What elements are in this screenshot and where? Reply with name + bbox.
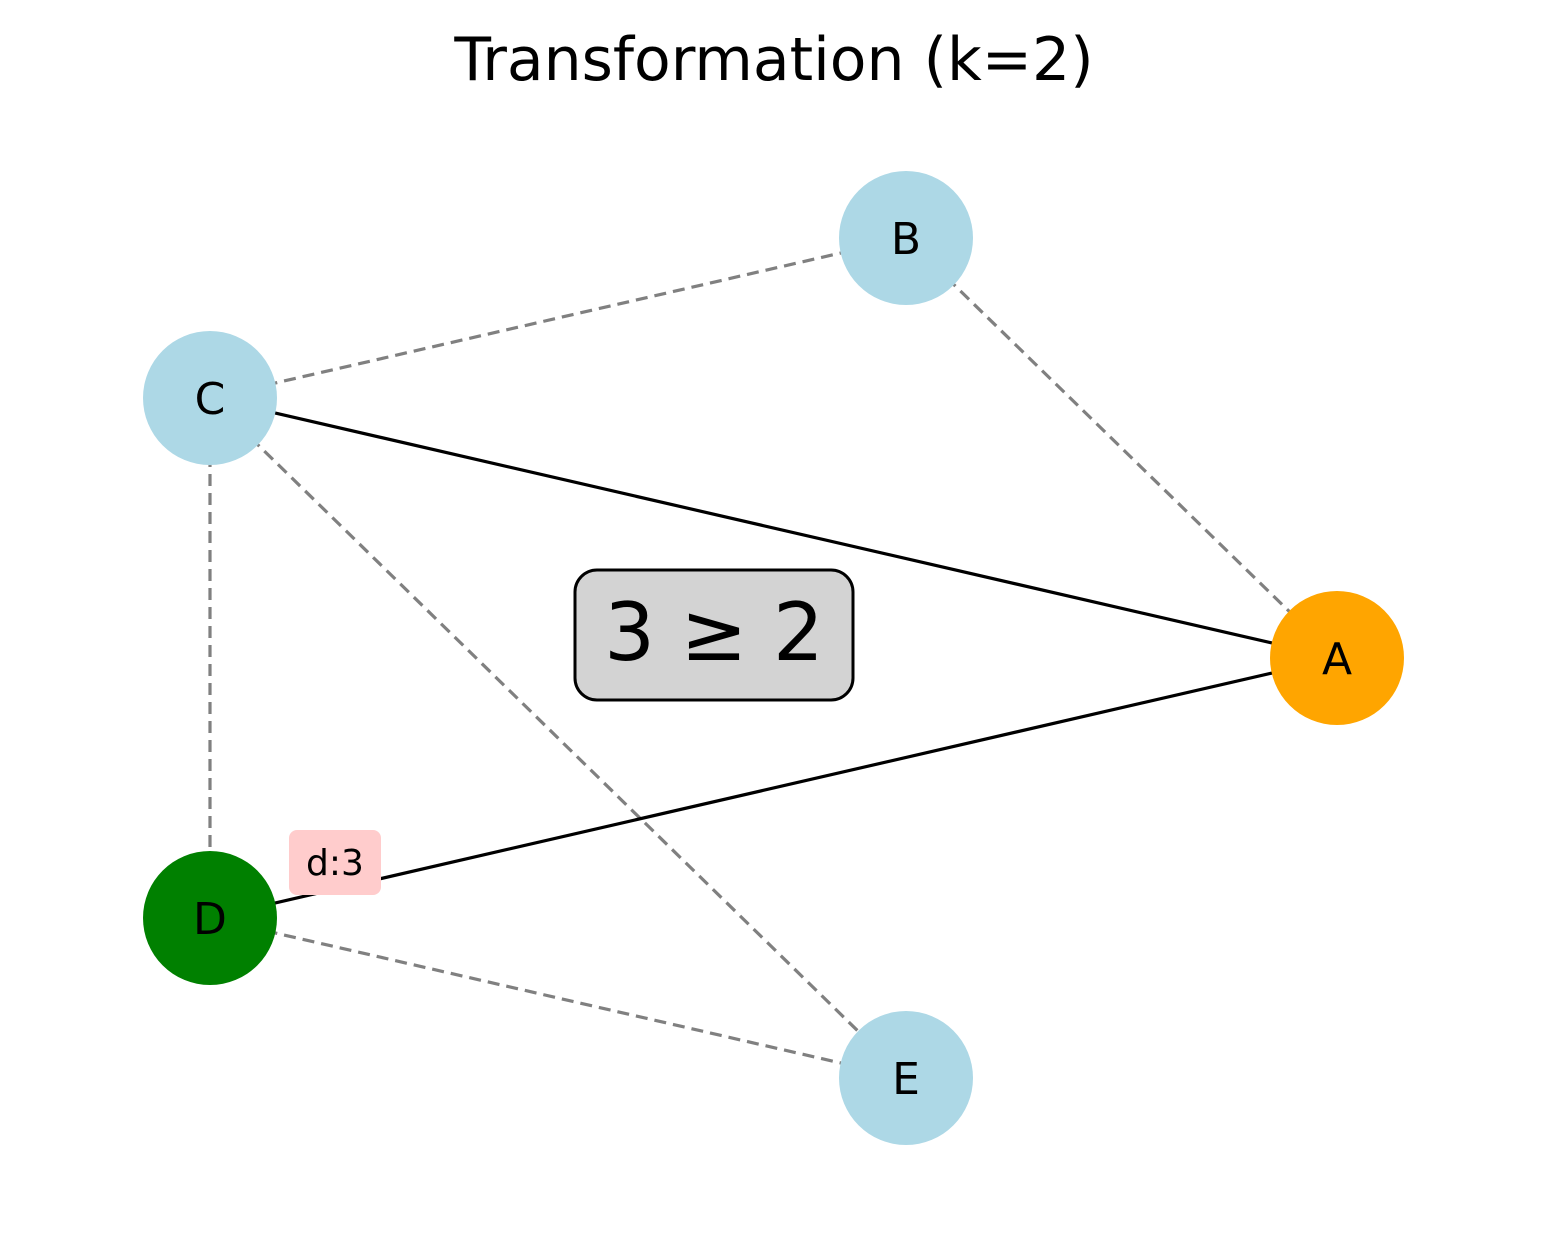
node-a-label: A xyxy=(1322,634,1352,685)
edge-c-e xyxy=(208,396,908,1080)
node-e-label: E xyxy=(892,1054,920,1105)
node-c: C xyxy=(143,331,277,465)
edge-d-a xyxy=(209,656,1338,920)
node-e: E xyxy=(839,1011,973,1145)
node-d-label: D xyxy=(193,894,227,945)
degree-annotation-text: d:3 xyxy=(306,843,364,884)
degree-annotation-box xyxy=(289,830,381,895)
node-b-circle xyxy=(839,171,973,305)
inequality-text: 3 ≥ 2 xyxy=(604,586,824,679)
diagram-title: Transformation (k=2) xyxy=(453,25,1093,95)
edge-d-e xyxy=(209,916,907,1080)
inequality-box: 3 ≥ 2 xyxy=(573,568,855,702)
node-e-circle xyxy=(839,1011,973,1145)
edge-c-a xyxy=(209,396,1338,660)
inequality-box-frame xyxy=(573,568,855,702)
degree-annotation: d:3 xyxy=(289,830,381,895)
edges-layer xyxy=(208,236,1339,1080)
node-d: D xyxy=(143,851,277,985)
node-a: A xyxy=(1270,591,1404,725)
nodes-layer: A B C D E xyxy=(143,171,1404,1145)
node-c-label: C xyxy=(195,374,226,425)
node-c-circle xyxy=(143,331,277,465)
edge-c-b xyxy=(209,236,907,400)
edge-b-a xyxy=(904,236,1339,660)
node-d-circle xyxy=(143,851,277,985)
node-b-label: B xyxy=(891,214,921,265)
node-b: B xyxy=(839,171,973,305)
node-a-circle xyxy=(1270,591,1404,725)
